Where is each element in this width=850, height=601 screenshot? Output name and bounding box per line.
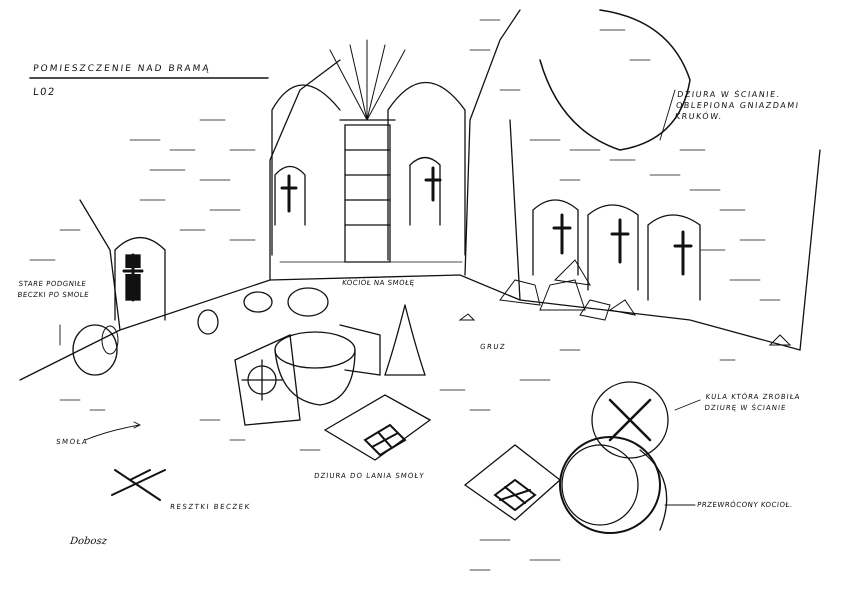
label-tar: Smoła [55,438,89,446]
label-wall-hole: Dziura w ścianie. Oblepiona gniazdami kr… [674,89,801,122]
artist-signature: Dobosz [69,536,108,547]
central-pillar [329,39,406,263]
cross-windows [114,156,701,321]
label-cannonball: Kula która zrobiła dziurę w ścianie [704,392,801,414]
label-line: Oblepiona gniazdami [675,101,801,110]
label-barrel-remains: Resztki beczek [169,503,252,511]
label-line: Dziura w ścianie. [676,90,782,99]
sheet-title: Pomieszczenie nad bramą [32,64,211,74]
label-overturned-cauldron: Przewrócony kocioł. [696,501,794,509]
barrel-remains [111,469,166,501]
label-line: Kula która zrobiła [705,393,801,401]
wall-hole [539,9,691,151]
rubble-pile [458,259,792,346]
pointed-object [384,304,426,376]
label-line: kruków. [674,112,724,121]
walls [19,9,821,381]
floor-trapdoor [463,444,562,521]
tar-cauldron [234,324,381,426]
label-line: dziurę w ścianie [704,404,787,412]
label-rubble: Gruz [479,343,507,351]
floor-debris [59,349,736,571]
label-tar-pouring-hole: Dziura do lania smoły [313,472,425,480]
barrels [72,287,329,376]
annotation-arrows [59,89,701,506]
label-line: beczki po smole [17,291,90,299]
sheet-code: L02 [32,87,57,98]
arches [271,82,466,263]
overturned-cauldron [559,381,669,534]
tar-pouring-hole [323,394,432,461]
label-line: Stare podgniłe [18,280,87,288]
label-old-barrels: Stare podgniłe beczki po smole [17,279,91,301]
label-tar-cauldron: Kocioł na smołę [341,279,415,287]
